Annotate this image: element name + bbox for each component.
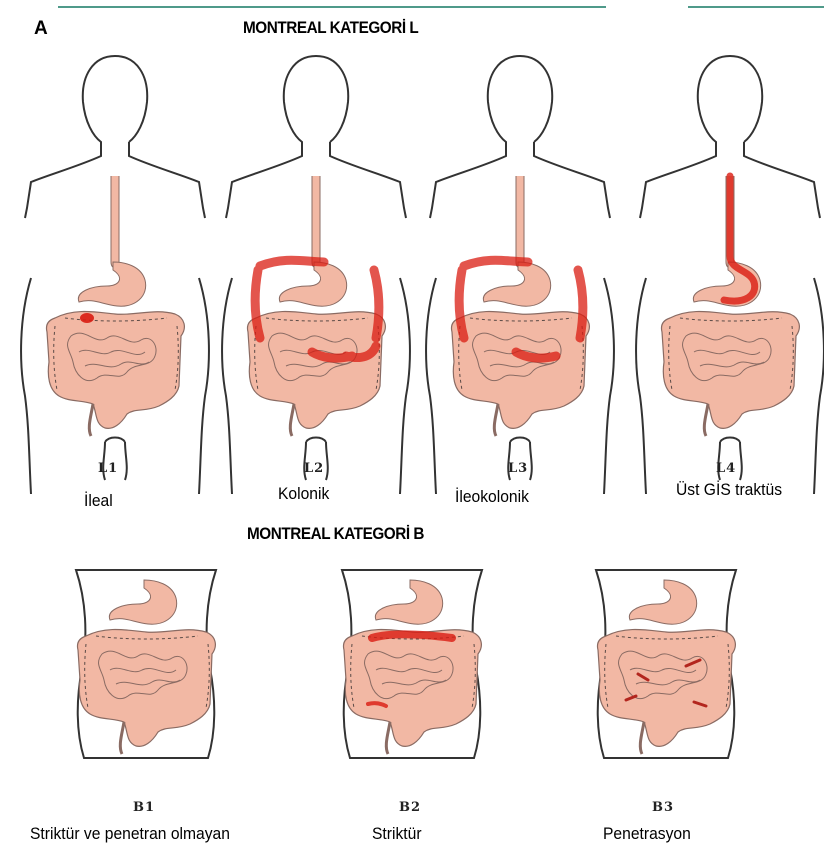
- code-b2: B2: [399, 800, 421, 815]
- label-b3: Penetrasyon: [603, 824, 691, 844]
- code-l2: L2: [304, 461, 324, 476]
- label-l4: Üst GİS traktüs: [676, 480, 782, 500]
- body-figure-l4: [636, 56, 824, 494]
- body-figure-l2: [222, 56, 410, 494]
- code-l4: L4: [716, 461, 736, 476]
- label-l1: İleal: [84, 491, 113, 511]
- abdomen-figure-b3: [596, 570, 736, 758]
- body-figure-l1: [21, 56, 209, 494]
- abdomen-figure-b1: [76, 570, 216, 758]
- code-l3: L3: [508, 461, 528, 476]
- label-l3: İleokolonik: [455, 487, 529, 507]
- label-b2: Striktür: [372, 824, 422, 844]
- label-l2: Kolonik: [278, 484, 329, 504]
- section-b-title: MONTREAL KATEGORİ B: [247, 524, 424, 544]
- stricture-marker-b2: [372, 634, 452, 638]
- code-b1: B1: [133, 800, 155, 815]
- abdomen-figure-b2: [342, 570, 482, 758]
- inflamed-ileum-l1: [80, 313, 94, 323]
- label-b1: Striktür ve penetran olmayan: [30, 824, 230, 844]
- code-b3: B3: [652, 800, 674, 815]
- code-l1: L1: [98, 461, 118, 476]
- body-figure-l3: [426, 56, 614, 494]
